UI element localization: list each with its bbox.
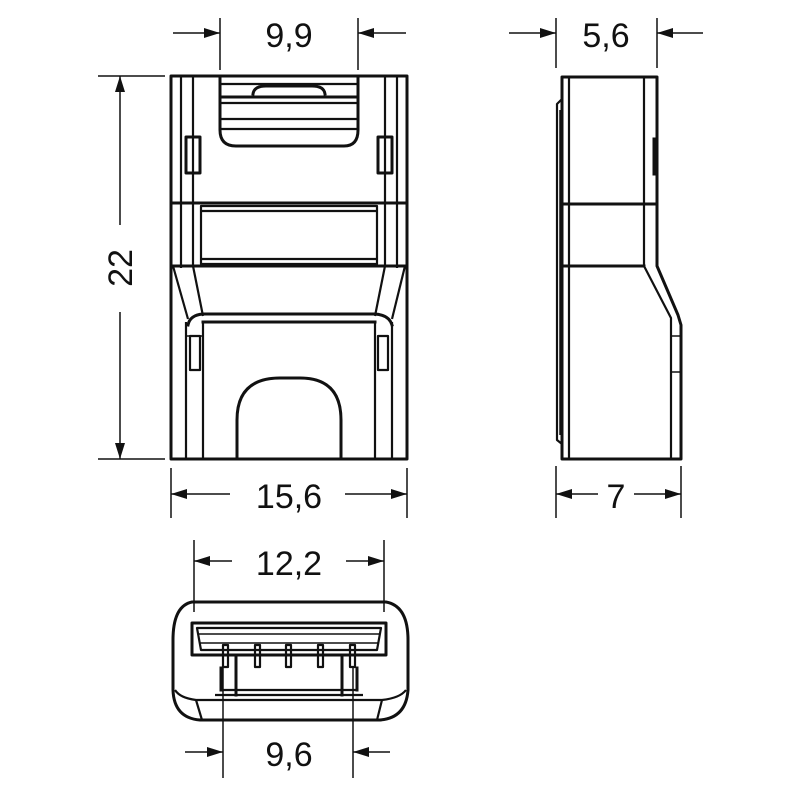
latch-tab [251,84,327,96]
dim-side-bottom-width: 7 [555,466,682,518]
dim-label: 22 [102,249,140,287]
bottom-body-outline [171,600,410,722]
dim-front-bottom-width: 15,6 [170,468,408,518]
clip-right-lower [376,334,390,372]
dim-side-top-width: 5,6 [509,17,703,68]
dim-bottom-top-width: 12,2 [193,540,385,612]
contact-pins [221,643,357,669]
side-view [555,75,683,461]
clip-left-lower [188,334,202,372]
latch-window [218,74,360,148]
pin-3 [284,643,293,669]
cable-arch [235,376,343,461]
front-slot [199,204,379,266]
front-view [169,74,409,461]
dim-label: 15,6 [256,478,322,516]
dim-label: 9,6 [265,736,312,774]
dim-label: 5,6 [582,17,629,55]
pin-4 [316,643,325,669]
pin-2 [253,643,262,669]
dim-label: 9,9 [265,17,312,55]
clip-right-upper [376,135,394,175]
pin-1 [221,643,230,669]
bottom-view [171,600,410,722]
clip-left-upper [184,135,202,175]
pin-5 [348,643,357,669]
dim-label: 12,2 [256,545,322,583]
contact-slot [190,621,388,657]
side-body-outline [560,75,683,461]
dim-front-top-width: 9,9 [173,17,406,70]
dim-front-height: 22 [98,75,165,460]
dim-bottom-bottom-width: 9,6 [185,668,390,778]
dim-label: 7 [607,478,626,516]
